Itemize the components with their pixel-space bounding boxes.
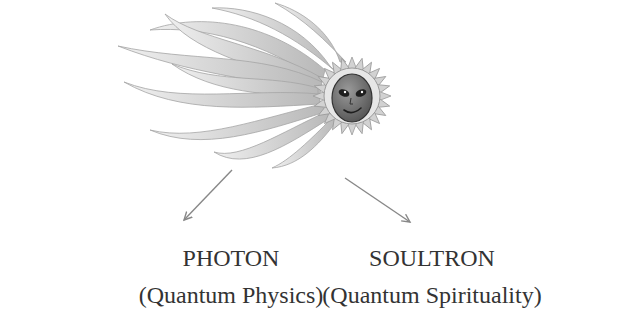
sun-rays [313, 57, 391, 135]
concept-field: (Quantum Spirituality) [322, 281, 541, 309]
sun-disc [324, 68, 380, 124]
face-mask [332, 74, 372, 122]
flame-tail [118, 3, 346, 168]
concept-name: PHOTON [183, 244, 280, 272]
leader-arrow [184, 170, 232, 220]
face-features [338, 88, 368, 113]
concept-name: SOULTRON [369, 244, 495, 272]
concept-field: (Quantum Physics) [139, 281, 324, 309]
leader-arrow [345, 178, 410, 222]
